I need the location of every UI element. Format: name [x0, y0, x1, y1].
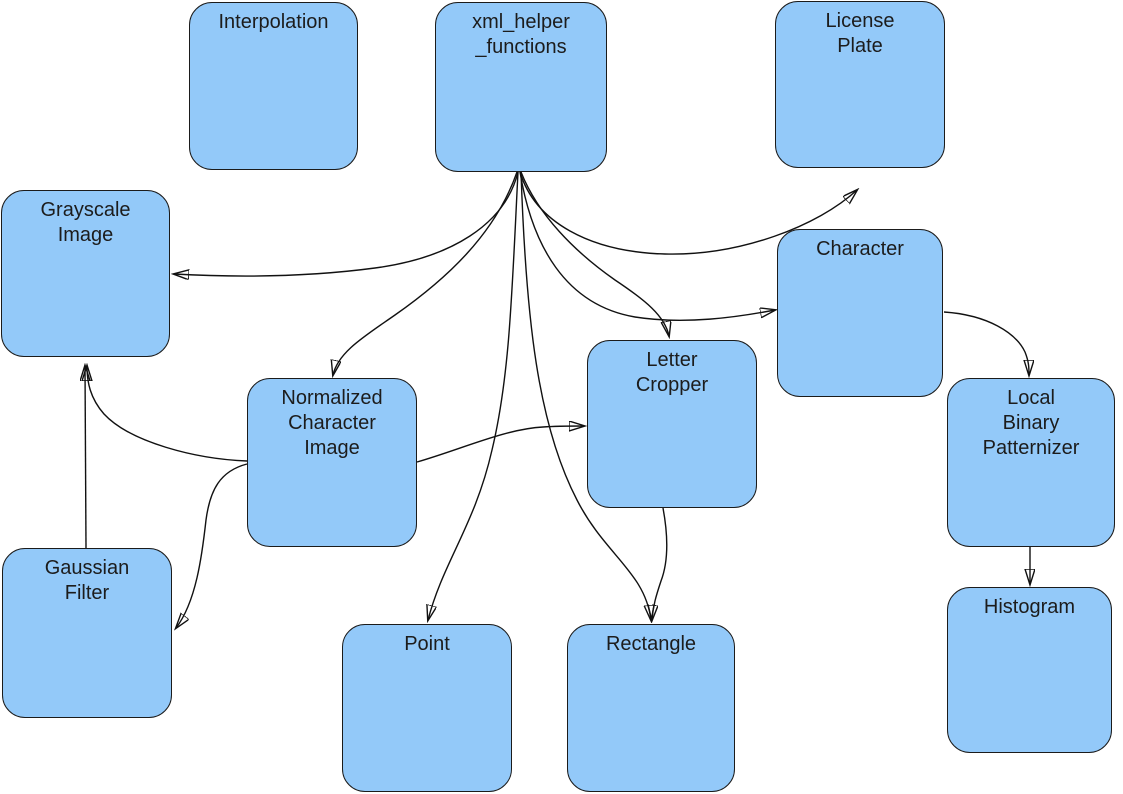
node-letter-cropper: Letter Cropper: [587, 340, 757, 508]
node-xml-helper-functions-label: xml_helper _functions: [472, 11, 570, 58]
edge-normalized-character-image-to-letter-cropper: [416, 426, 584, 463]
node-grayscale-image-label: Grayscale Image: [40, 199, 131, 246]
edge-normalized-character-image-to-grayscale-image: [87, 366, 248, 462]
node-character-label: Character: [816, 238, 904, 260]
edge-xml-helper-functions-to-normalized-character-image: [333, 171, 518, 375]
node-normalized-character-image-label: Normalized Character Image: [281, 387, 383, 459]
node-rectangle-label: Rectangle: [605, 633, 697, 655]
node-gaussian-filter: Gaussian Filter: [2, 548, 172, 718]
edge-xml-helper-functions-to-letter-cropper: [520, 171, 669, 336]
node-point-label: Point: [404, 633, 450, 655]
edge-normalized-character-image-to-gaussian-filter: [176, 463, 248, 628]
edge-gaussian-filter-to-grayscale-image: [85, 366, 86, 549]
node-interpolation-label: Interpolation: [218, 11, 329, 33]
edge-xml-helper-functions-to-rectangle: [520, 171, 651, 620]
node-histogram: Histogram: [947, 587, 1112, 753]
edge-character-to-local-binary-patternizer: [943, 311, 1029, 375]
node-gaussian-filter-label: Gaussian Filter: [44, 557, 130, 604]
node-interpolation: Interpolation: [189, 2, 358, 170]
node-license-plate-label: License Plate: [825, 10, 895, 57]
node-grayscale-image: Grayscale Image: [1, 190, 170, 357]
node-local-binary-patternizer: Local Binary Patternizer: [947, 378, 1115, 547]
node-point: Point: [342, 624, 512, 792]
node-rectangle: Rectangle: [567, 624, 735, 792]
edge-xml-helper-functions-to-point: [428, 171, 519, 620]
node-xml-helper-functions: xml_helper _functions: [435, 2, 607, 172]
node-license-plate: License Plate: [775, 1, 945, 168]
node-character: Character: [777, 229, 943, 397]
edge-xml-helper-functions-to-license-plate: [519, 171, 857, 255]
node-normalized-character-image: Normalized Character Image: [247, 378, 417, 547]
edge-xml-helper-functions-to-grayscale-image: [174, 171, 519, 276]
node-letter-cropper-label: Letter Cropper: [635, 349, 709, 396]
edge-xml-helper-functions-to-character: [519, 171, 775, 321]
node-local-binary-patternizer-label: Local Binary Patternizer: [982, 387, 1080, 459]
node-histogram-label: Histogram: [983, 596, 1076, 618]
edge-letter-cropper-to-rectangle: [652, 507, 668, 620]
